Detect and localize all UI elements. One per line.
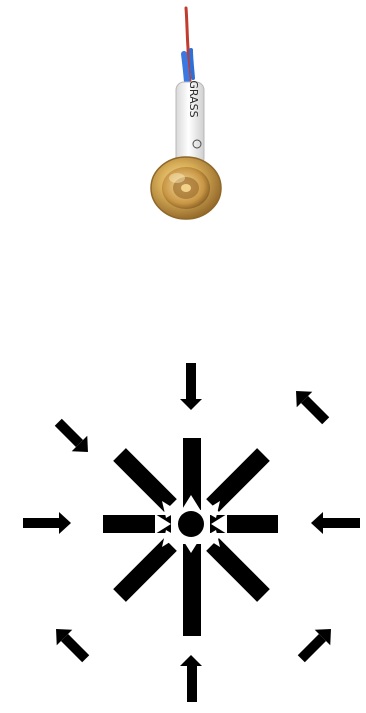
- arrow-northwest: [50, 414, 95, 459]
- inner-bar-southwest: [113, 538, 177, 602]
- arrow-southeast: [293, 621, 338, 666]
- inner-bar-southeast: [206, 538, 270, 602]
- electrode-cup: [151, 157, 221, 219]
- inner-bar-northwest: [113, 448, 177, 512]
- arrow-east: [311, 512, 360, 534]
- focal-point-icon: [0, 340, 366, 713]
- inner-bar-south: [183, 544, 201, 636]
- inward-arrows-diagram: [0, 340, 366, 713]
- eeg-electrode-illustration: GRASS: [0, 0, 366, 240]
- electrode-label-sleeve: GRASS: [176, 80, 204, 166]
- arrow-south: [180, 655, 202, 702]
- brand-label: GRASS: [187, 80, 200, 117]
- arrow-southwest: [48, 621, 93, 666]
- arrow-north: [180, 363, 202, 410]
- arrow-west: [23, 512, 71, 534]
- arrow-northeast: [288, 383, 333, 428]
- inner-bar-northeast: [206, 448, 270, 512]
- blue-wire: [191, 50, 193, 78]
- eeg-electrode-icon: GRASS: [0, 0, 366, 240]
